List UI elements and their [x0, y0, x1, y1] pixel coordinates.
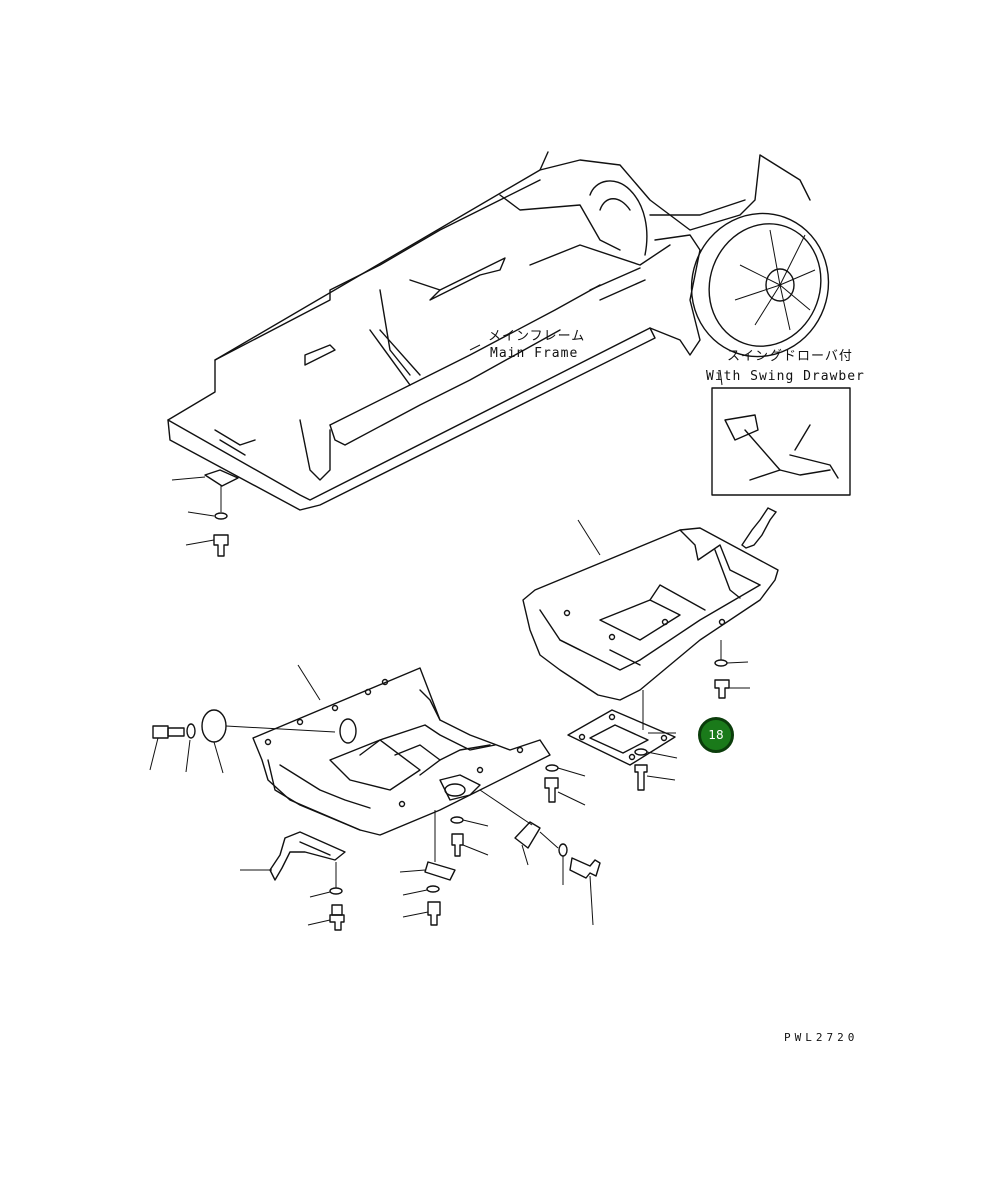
left-fasteners [149, 709, 357, 774]
cover-plate [567, 690, 678, 791]
main-frame-label-jp: メインフレーム [488, 329, 586, 344]
right-fasteners [479, 764, 601, 926]
swing-drawbar-inset [711, 369, 851, 496]
left-under-guard [252, 664, 551, 836]
swing-drawbar-label-jp: スイングドローバ付 [727, 349, 853, 364]
swing-drawbar-label-en: With Swing Drawber [706, 369, 865, 384]
part-callout-18[interactable]: 18 [698, 717, 734, 753]
right-under-guard [522, 519, 779, 701]
frame-bracket-assembly [171, 469, 239, 557]
main-frame [167, 151, 830, 511]
tow-hook [240, 831, 346, 931]
drawing-code: PWL2720 [784, 1031, 859, 1044]
double-arrow [741, 507, 778, 549]
main-frame-label-en: Main Frame [490, 346, 579, 361]
middle-fasteners [399, 810, 489, 926]
